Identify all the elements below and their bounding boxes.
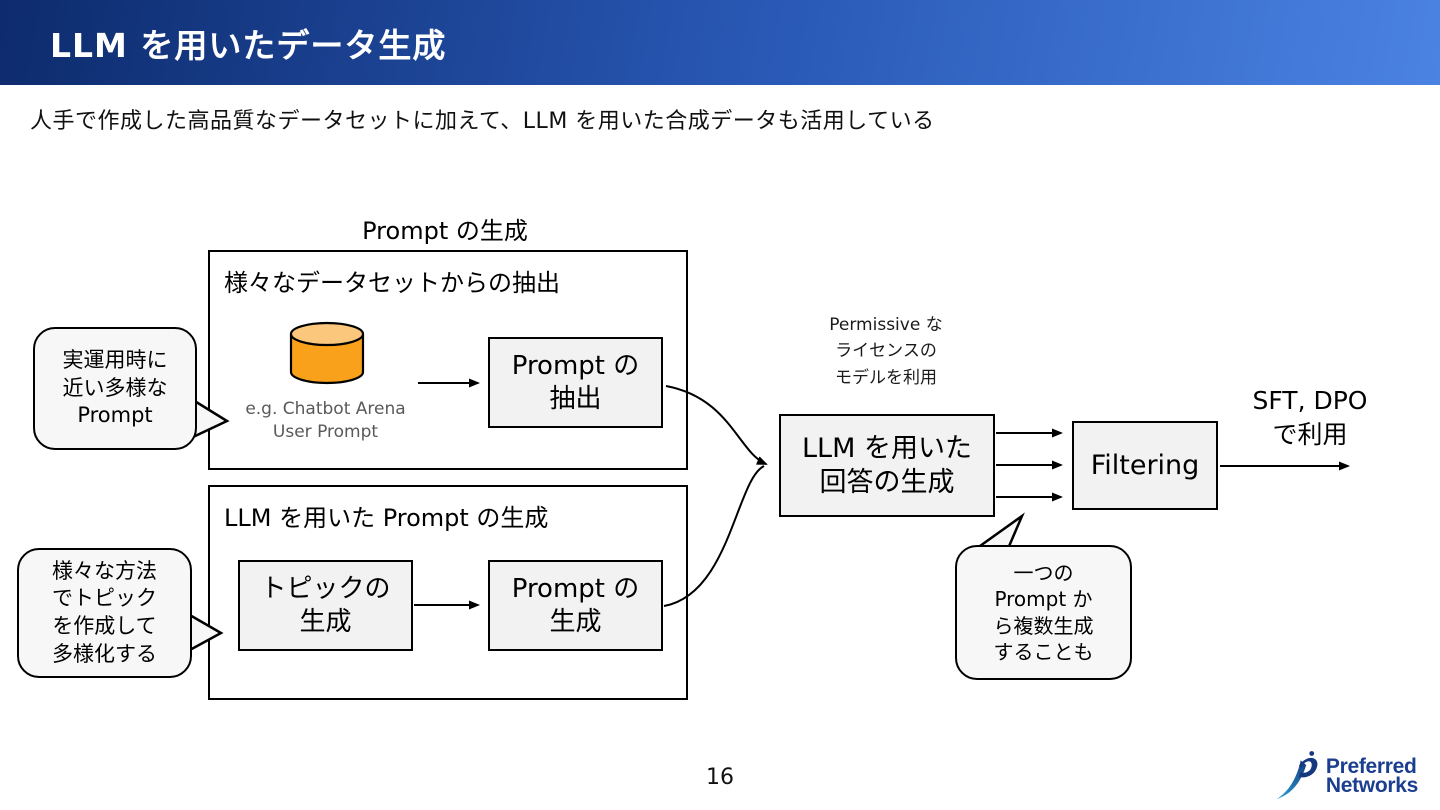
pfn-logo-line1: Preferred	[1325, 754, 1417, 778]
prompt-extract-line2: 抽出	[549, 383, 602, 414]
prompt-generation-line2: 生成	[549, 606, 602, 637]
llm-prompt-generation-label: LLM を用いた Prompt の生成	[224, 504, 549, 532]
database-caption-line2: User Prompt	[272, 421, 379, 442]
bubble-multi-generate-line1: 一つの	[1013, 560, 1074, 585]
llm-answer-line2: 回答の生成	[819, 466, 955, 498]
bubble-multi-generate-line2: Prompt か	[994, 587, 1093, 612]
prompt-extract-line1: Prompt の	[511, 351, 640, 381]
bubble-topic-variety-line2: でトピック	[52, 586, 157, 611]
permissive-note-line2: ライセンスの	[835, 341, 937, 362]
database-caption: e.g. Chatbot Arena User Prompt	[228, 398, 423, 444]
database-caption-line1: e.g. Chatbot Arena	[245, 399, 406, 419]
permissive-note-line3: モデルを利用	[835, 367, 937, 388]
prompt-generation-heading: Prompt の生成	[362, 217, 528, 245]
prompt-generation-line1: Prompt の	[511, 574, 640, 604]
pfn-logo-icon	[1276, 751, 1318, 799]
topic-generation-line2: 生成	[299, 606, 352, 637]
bubble-multi-generate: 一つの Prompt か ら複数生成 することも	[955, 545, 1132, 680]
prompt-extract-box: Prompt の 抽出	[488, 337, 663, 428]
pfn-logo-line2: Networks	[1325, 774, 1418, 797]
slide-header: LLM を用いたデータ生成	[0, 0, 1440, 85]
output-note-line1: SFT, DPO	[1252, 386, 1368, 415]
bubble-real-use: 実運用時に 近い多様な Prompt	[33, 327, 197, 450]
sft-dpo-output-note: SFT, DPO で利用	[1235, 384, 1385, 452]
bubble-topic-variety-line4: 多様化する	[52, 641, 157, 666]
bubble-topic-variety: 様々な方法 でトピック を作成して 多様化する	[17, 548, 192, 678]
filtering-label: Filtering	[1090, 449, 1200, 481]
topic-generation-box: トピックの 生成	[238, 560, 413, 651]
page-title: LLM を用いたデータ生成	[50, 25, 447, 65]
permissive-license-note: Permissive な ライセンスの モデルを利用	[806, 312, 966, 391]
dataset-extraction-label: 様々なデータセットからの抽出	[224, 269, 560, 297]
permissive-note-line1: Permissive な	[829, 315, 943, 335]
slide-subtitle: 人手で作成した高品質なデータセットに加えて、LLM を用いた合成データも活用して…	[30, 109, 935, 134]
bubble-topic-variety-line3: を作成して	[52, 614, 157, 638]
output-note-line2: で利用	[1272, 419, 1348, 449]
llm-answer-line1: LLM を用いた	[802, 432, 972, 464]
bubble-real-use-line3: Prompt	[77, 403, 153, 428]
pfn-logo-text: Preferred Networks	[1325, 754, 1418, 797]
bubble-topic-variety-line1: 様々な方法	[52, 558, 157, 583]
bubble-multi-generate-line3: ら複数生成	[993, 613, 1094, 638]
pfn-logo: Preferred Networks	[1274, 750, 1418, 802]
bubble-multi-generate-line4: することも	[993, 639, 1094, 664]
prompt-generation-box: Prompt の 生成	[488, 560, 663, 651]
topic-generation-line1: トピックの	[260, 574, 391, 604]
bubble-real-use-line2: 近い多様な	[62, 375, 168, 400]
bubble-real-use-line1: 実運用時に	[62, 347, 168, 372]
filtering-box: Filtering	[1072, 421, 1218, 510]
page-number: 16	[706, 765, 734, 790]
llm-answer-generation-box: LLM を用いた 回答の生成	[779, 414, 995, 517]
